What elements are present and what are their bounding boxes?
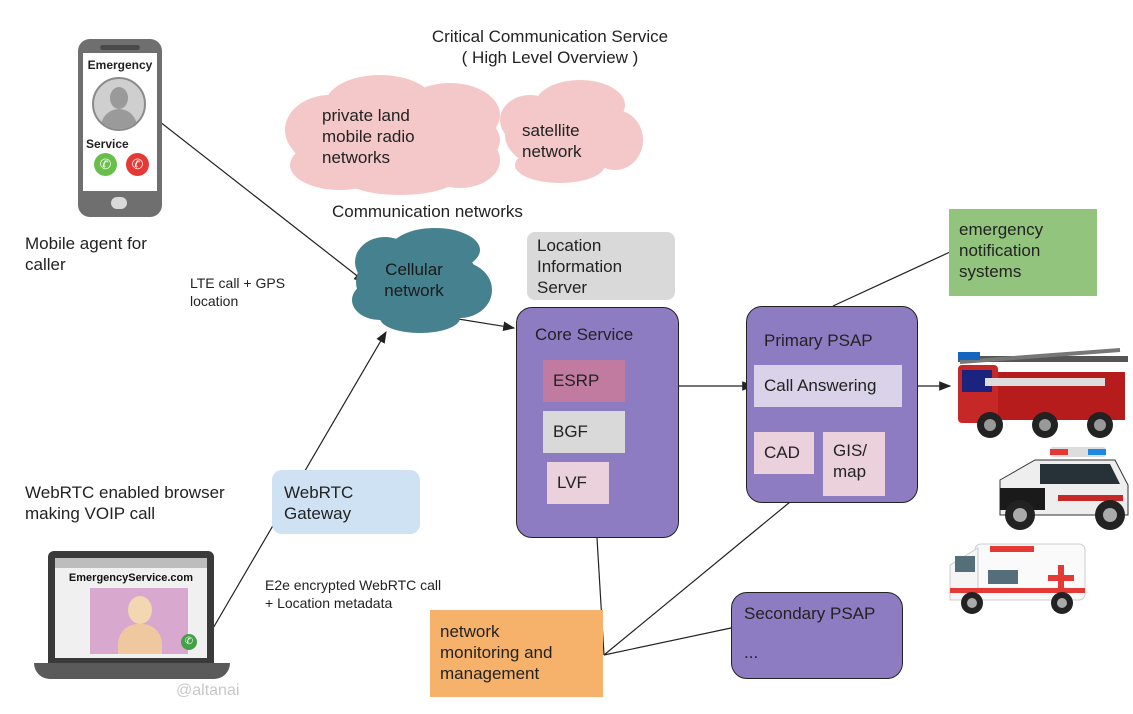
e2e-line-1: E2e encrypted WebRTC call [265, 577, 442, 593]
esrp-label: ESRP [553, 371, 600, 390]
cellular-line-1: Cellular [385, 260, 443, 279]
lvf-box: LVF [547, 462, 609, 504]
gis-box: GIS/ map [823, 432, 885, 496]
bgf-label: BGF [553, 422, 588, 441]
private-radio-line-1: private land [322, 106, 410, 125]
notification-line-3: systems [959, 262, 1022, 281]
satellite-cloud-label: satellite network [522, 120, 582, 162]
secondary-psap-more: ... [744, 643, 759, 662]
ambulance-icon [949, 543, 1086, 614]
communication-networks-label: Communication networks [332, 202, 523, 221]
satellite-line-2: network [522, 142, 582, 161]
watermark: @altanai [176, 682, 240, 699]
gis-line-2: map [833, 462, 867, 481]
private-radio-cloud-label: private land mobile radio networks [322, 105, 415, 168]
webrtc-browser-line-1: WebRTC enabled browser [25, 483, 225, 502]
lis-line-3: Server [537, 278, 588, 297]
video-call-tile [90, 588, 188, 654]
laptop-site-text: EmergencyService.com [68, 572, 194, 584]
lis-line-2: Information [537, 257, 623, 276]
webrtc-browser-label: WebRTC enabled browser making VOIP call [25, 482, 225, 524]
phone-service-text: Service [86, 137, 129, 151]
police-car-icon [999, 447, 1129, 530]
mobile-agent-label: Mobile agent for caller [25, 233, 147, 275]
phone-emergency-text: Emergency [87, 58, 153, 72]
phone-to-cellular-line [154, 117, 366, 283]
private-radio-line-3: networks [322, 148, 391, 167]
e2e-line-2: + Location metadata [265, 595, 393, 611]
lvf-label: LVF [557, 473, 587, 492]
phone-home-button [111, 197, 127, 209]
cad-label: CAD [764, 443, 800, 462]
laptop: EmergencyService.com ✆ [48, 551, 214, 663]
phone-speaker [100, 45, 140, 50]
e2e-label: E2e encrypted WebRTC call + Location met… [265, 576, 441, 612]
bgf-box: BGF [543, 411, 625, 453]
laptop-base [34, 663, 230, 679]
monitoring-line-1: network [440, 622, 500, 641]
webrtc-browser-line-2: making VOIP call [25, 504, 156, 523]
cellular-cloud-label: Cellular network [382, 259, 446, 301]
title-line-2: ( High Level Overview ) [461, 48, 639, 67]
webrtc-gateway-line-1: WebRTC [284, 483, 354, 502]
emergency-notification-box: emergency notification systems [949, 209, 1097, 296]
notification-line-2: notification [959, 241, 1041, 260]
lte-call-label: LTE call + GPS location [190, 274, 285, 310]
phone-screen: Emergency Service ✆ ✆ [83, 53, 157, 191]
webrtc-gateway-box: WebRTC Gateway [272, 470, 420, 534]
fire-truck-icon [958, 348, 1128, 438]
caller-avatar-icon [92, 77, 146, 131]
esrp-box: ESRP [543, 360, 625, 402]
laptop-screen: EmergencyService.com ✆ [55, 558, 207, 658]
cad-box: CAD [754, 432, 814, 474]
cellular-to-core-line [451, 317, 516, 332]
satellite-line-1: satellite [522, 121, 580, 140]
gis-line-1: GIS/ [833, 441, 868, 460]
mobile-agent-line-2: caller [25, 255, 66, 274]
psap-to-monitoring-line [603, 501, 791, 656]
notification-line-1: emergency [959, 220, 1044, 239]
location-information-server-box: Location Information Server [527, 232, 675, 300]
mobile-agent-line-1: Mobile agent for [25, 234, 147, 253]
private-radio-line-2: mobile radio [322, 127, 415, 146]
mobile-phone: Emergency Service ✆ ✆ [78, 39, 162, 217]
lte-line-1: LTE call + GPS [190, 275, 286, 291]
core-service-title: Core Service [535, 325, 634, 344]
primary-psap-title: Primary PSAP [764, 331, 873, 350]
monitoring-line-2: monitoring and [440, 643, 553, 662]
cellular-line-2: network [384, 281, 444, 300]
decline-call-icon[interactable]: ✆ [126, 153, 149, 176]
network-monitoring-box: network monitoring and management [430, 610, 603, 697]
call-answering-label: Call Answering [764, 376, 877, 395]
diagram-title: Critical Communication Service ( High Le… [380, 26, 720, 68]
title-line-1: Critical Communication Service [431, 27, 669, 46]
lte-line-2: location [190, 293, 239, 309]
monitoring-to-secondary-line [603, 627, 732, 656]
lis-line-1: Location [537, 236, 602, 255]
call-answering-box: Call Answering [754, 365, 902, 407]
monitoring-line-3: management [440, 664, 540, 683]
secondary-psap-box: Secondary PSAP ... [731, 592, 903, 679]
secondary-psap-title: Secondary PSAP [744, 604, 876, 623]
laptop-call-icon[interactable]: ✆ [181, 634, 197, 650]
webrtc-gateway-line-2: Gateway [284, 504, 352, 523]
psap-to-notification-line [832, 251, 951, 307]
answer-call-icon[interactable]: ✆ [94, 153, 117, 176]
